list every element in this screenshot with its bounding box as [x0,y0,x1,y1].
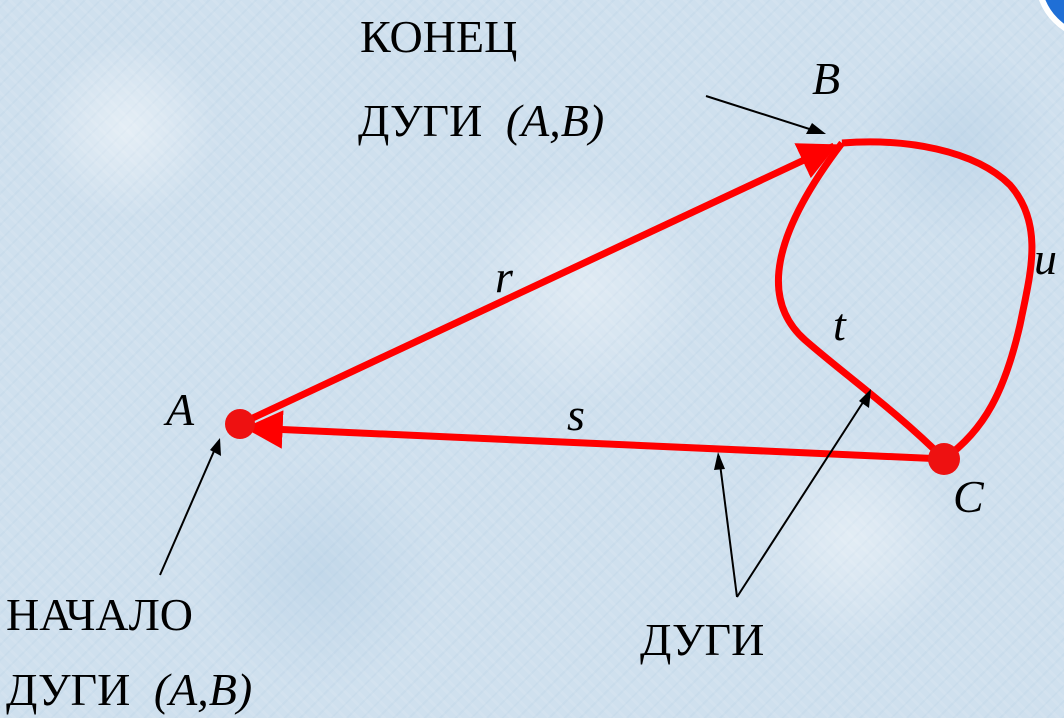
arc-end-label-pair: (A,B) [506,95,604,146]
arc-start-label-pair: (A,B) [154,664,252,715]
arc-label-t: t [833,299,847,350]
arc-start-label-word: ДУГИ [6,664,130,715]
arc-end-label-line1: КОНЕЦ [360,11,517,62]
arc-label-r: r [495,251,514,302]
arc-label-u: u [1034,233,1057,284]
arc-r [238,142,838,428]
node-c [928,443,960,475]
arc-end-label-word: ДУГИ [358,95,482,146]
pointer-arc-t [736,392,870,598]
arc-s [244,410,945,463]
arc-label-s: s [567,389,585,440]
arc-start-label-line2: ДУГИ (A,B) [6,664,252,715]
corner-badge-icon [1038,0,1064,32]
arc-start-label-line1: НАЧАЛО [6,589,193,640]
node-label-b: B [812,53,840,104]
arc-u [841,138,1036,462]
arcs-caption: ДУГИ [640,614,764,665]
pointer-arc-end [705,95,823,134]
node-a [225,409,255,439]
node-label-c: C [953,471,985,522]
pointer-arc-start [159,441,219,576]
arc-end-label-line2: ДУГИ (A,B) [358,95,604,146]
node-label-a: A [163,384,195,435]
pointer-arc-s [718,455,738,598]
arc-t [774,140,947,462]
